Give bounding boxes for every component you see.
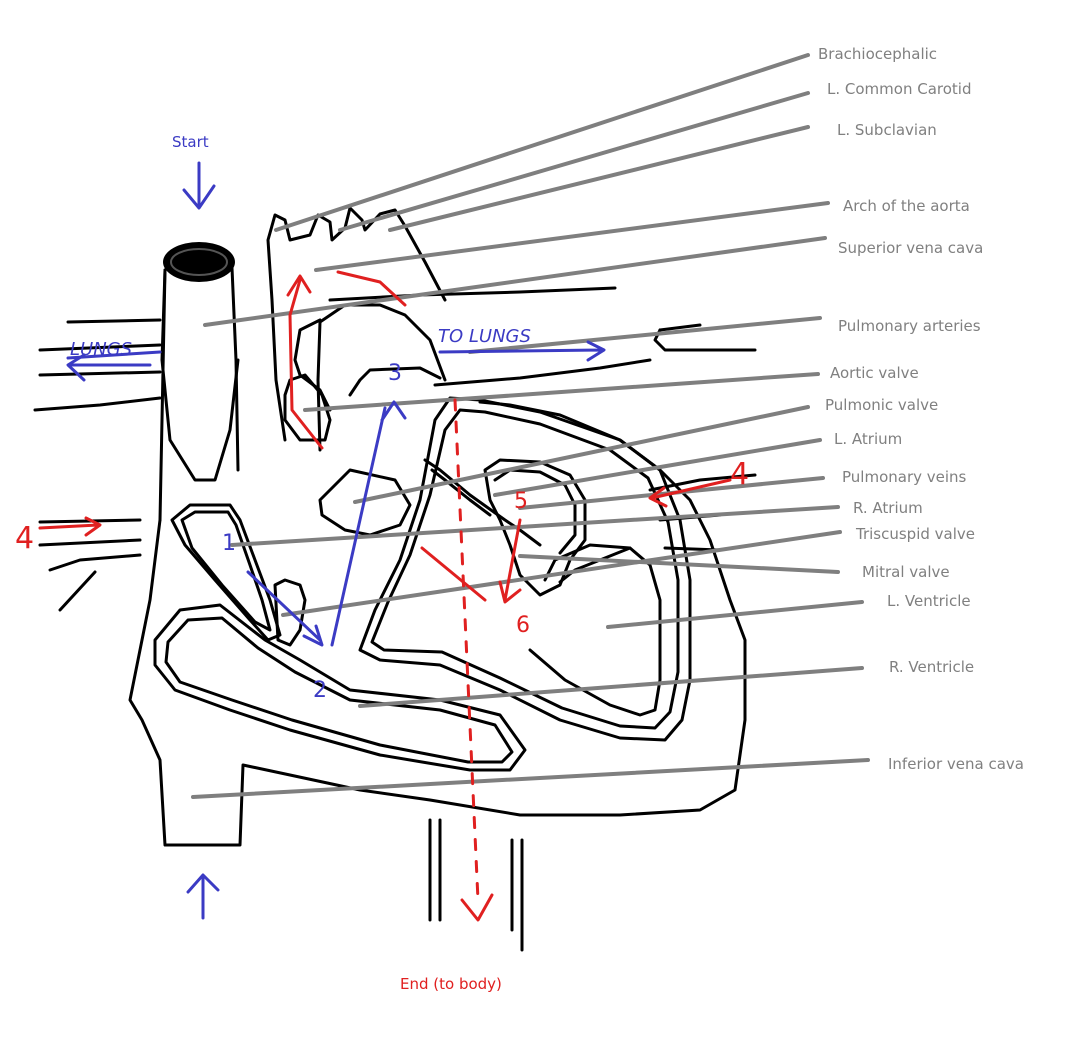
step-3-label: 3 (388, 361, 402, 386)
structure-labels: Brachiocephalic L. Common Carotid L. Sub… (818, 45, 1024, 773)
step-4-right-label: 4 (730, 457, 749, 492)
lungs-label: LUNGS (70, 339, 132, 360)
step-4-left-label: 4 (15, 521, 34, 556)
end-label: End (to body) (400, 975, 502, 993)
label-brachiocephalic: Brachiocephalic (818, 45, 937, 63)
step-5-label: 5 (514, 489, 528, 514)
mitral-arrow-icon (500, 520, 520, 602)
leader-aortic-valve (305, 374, 818, 410)
leader-r-ventricle (360, 668, 862, 706)
label-l-common-carotid: L. Common Carotid (827, 80, 971, 98)
leader-inferior-vena-cava (193, 760, 868, 797)
label-inferior-vena-cava: Inferior vena cava (888, 755, 1024, 773)
leader-l-common-carotid (340, 93, 808, 230)
start-arrow-icon (184, 163, 214, 208)
label-tricuspid-valve: Triscuspid valve (855, 525, 975, 543)
label-l-subclavian: L. Subclavian (837, 121, 937, 139)
leader-tricuspid-valve (283, 532, 840, 615)
label-mitral-valve: Mitral valve (862, 563, 950, 581)
to-lungs-label: TO LUNGS (438, 326, 531, 347)
start-label: Start (172, 133, 209, 151)
leader-l-atrium (495, 440, 820, 495)
label-l-ventricle: L. Ventricle (887, 592, 971, 610)
leader-lines (193, 55, 868, 797)
step-6-label: 6 (516, 613, 530, 638)
heart-outline (35, 208, 755, 950)
label-r-ventricle: R. Ventricle (889, 658, 974, 676)
label-superior-vena-cava: Superior vena cava (838, 239, 983, 257)
leader-l-ventricle (608, 602, 862, 627)
blue-flow-annotations (68, 163, 604, 918)
flow-arrow-rv-pa-icon (332, 402, 405, 645)
label-pulmonary-veins: Pulmonary veins (842, 468, 967, 486)
label-l-atrium: L. Atrium (834, 430, 902, 448)
leader-brachiocephalic (276, 55, 808, 230)
step-2-label: 2 (313, 678, 327, 703)
label-aortic-valve: Aortic valve (830, 364, 919, 382)
end-arrow-icon (462, 895, 492, 920)
label-r-atrium: R. Atrium (853, 499, 923, 517)
label-arch-of-aorta: Arch of the aorta (843, 197, 970, 215)
aorta-up-arrow-icon (288, 276, 322, 448)
label-pulmonic-valve: Pulmonic valve (825, 396, 938, 414)
step-1-label: 1 (222, 531, 236, 556)
label-pulmonary-arteries: Pulmonary arteries (838, 317, 981, 335)
bottom-up-arrow-icon (188, 875, 218, 918)
